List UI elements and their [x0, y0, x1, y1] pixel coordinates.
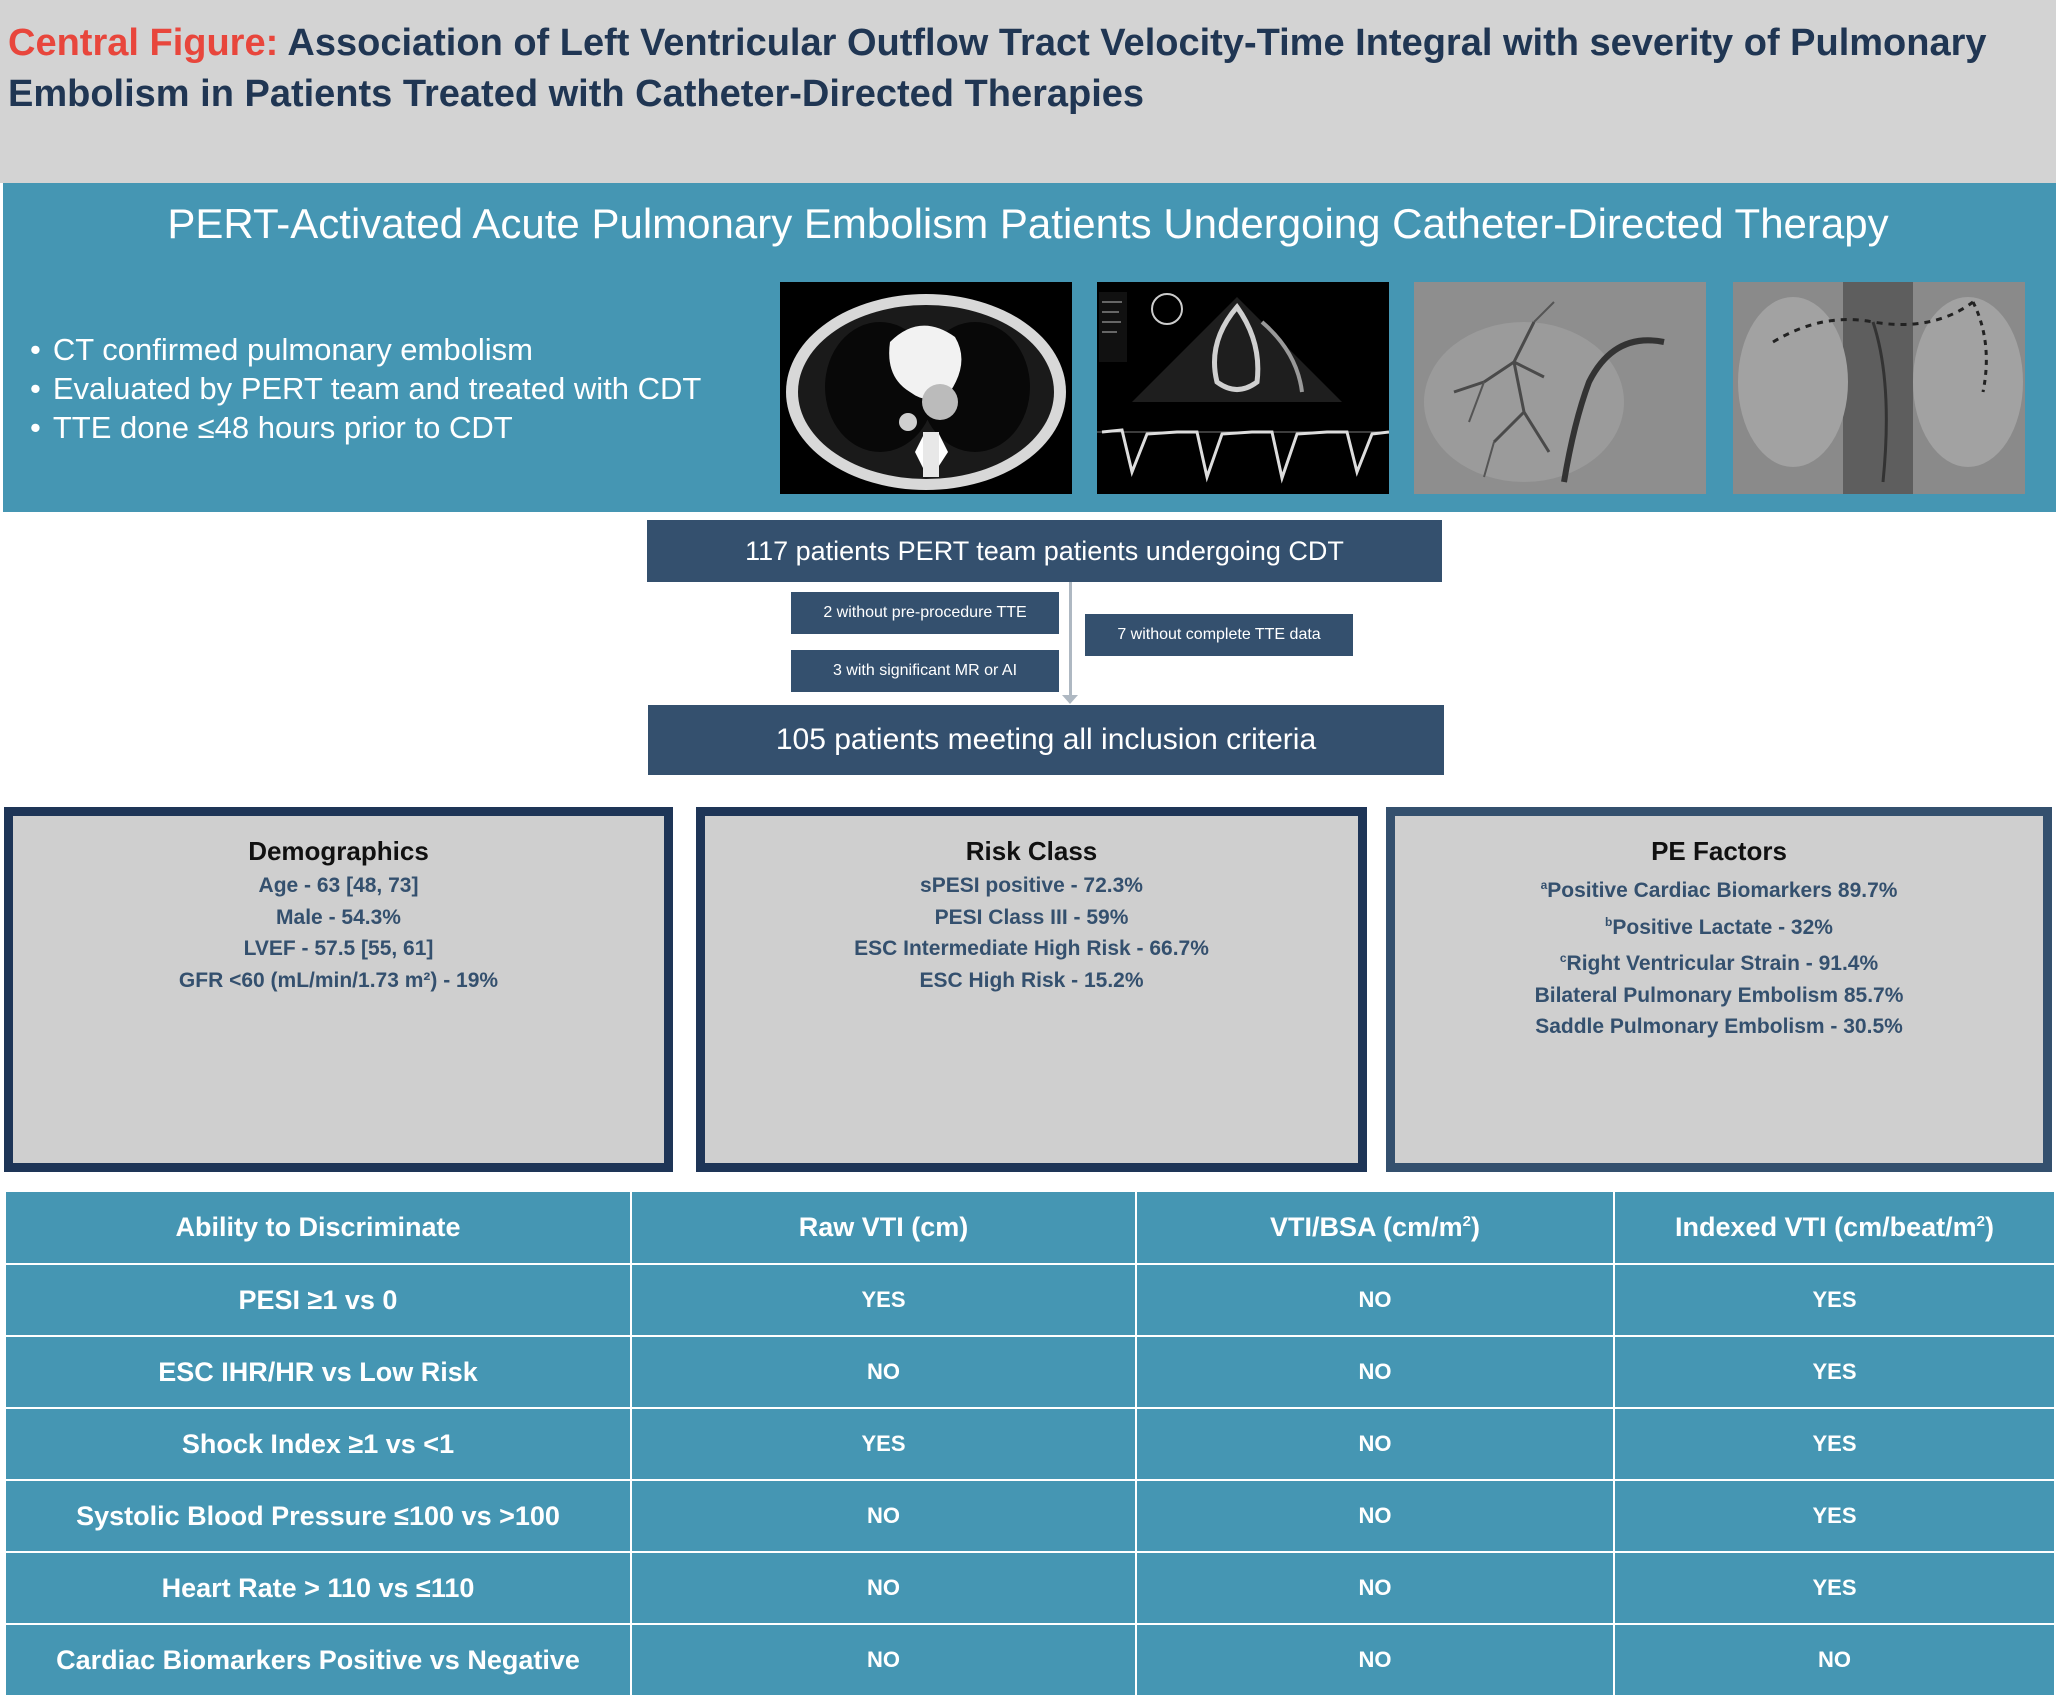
panel-title: PE Factors [1651, 836, 1787, 866]
panel-list: aPositive Cardiac Biomarkers 89.7% bPosi… [1395, 870, 2043, 1043]
criteria-item: CT confirmed pulmonary embolism [30, 330, 780, 369]
flow-connector [1069, 582, 1072, 700]
panel-item: aPositive Cardiac Biomarkers 89.7% [1540, 878, 1898, 902]
angiogram-image [1414, 282, 1706, 494]
exclusion-box: 7 without complete TTE data [1085, 614, 1353, 656]
figure-title-lead: Central Figure: [8, 22, 288, 64]
table-cell: YES [630, 1263, 1137, 1337]
table-cell: NO [630, 1479, 1137, 1553]
table-cell: NO [1135, 1407, 1615, 1481]
exclusion-box: 3 with significant MR or AI [791, 650, 1059, 692]
panel-item: ESC High Risk - 15.2% [919, 968, 1144, 992]
fluoroscopy-image [1733, 282, 2025, 494]
table-cell: NO [1135, 1623, 1615, 1697]
footnote-marker: b [1605, 914, 1613, 929]
table-cell: YES [1613, 1479, 2056, 1553]
figure-title: Central Figure: Association of Left Vent… [8, 18, 2048, 120]
table-row: ESC IHR/HR vs Low Risk NO NO YES [4, 1335, 2056, 1409]
column-header: Indexed VTI (cm/beat/m2) [1613, 1190, 2056, 1265]
flow-arrow-icon [1062, 695, 1078, 704]
panel-title: Risk Class [965, 836, 1098, 866]
header-band [0, 0, 2056, 183]
table-row: Systolic Blood Pressure ≤100 vs >100 NO … [4, 1479, 2056, 1553]
exclusion-box: 2 without pre-procedure TTE [791, 592, 1059, 634]
criteria-item: TTE done ≤48 hours prior to CDT [30, 408, 780, 447]
panel-item: PESI Class III - 59% [934, 905, 1129, 929]
table-row: PESI ≥1 vs 0 YES NO YES [4, 1263, 2056, 1337]
panel-item: GFR <60 (mL/min/1.73 m²) - 19% [178, 968, 499, 992]
panel-list: Age - 63 [48, 73] Male - 54.3% LVEF - 57… [13, 870, 664, 996]
panel-item: sPESI positive - 72.3% [920, 874, 1143, 897]
row-label: Systolic Blood Pressure ≤100 vs >100 [4, 1479, 632, 1553]
panel-item: Saddle Pulmonary Embolism - 30.5% [1535, 1015, 1903, 1038]
panel-item: bPositive Lactate - 32% [1605, 914, 1833, 939]
inclusion-criteria-list: CT confirmed pulmonary embolism Evaluate… [30, 330, 780, 447]
ct-scan-image [780, 282, 1072, 494]
table-cell: YES [630, 1407, 1137, 1481]
row-label: Cardiac Biomarkers Positive vs Negative [4, 1623, 632, 1697]
panel-item: Bilateral Pulmonary Embolism 85.7% [1534, 983, 1904, 1007]
table-cell: YES [1613, 1551, 2056, 1625]
pe-factors-panel: PE Factors aPositive Cardiac Biomarkers … [1386, 807, 2052, 1172]
row-label: ESC IHR/HR vs Low Risk [4, 1335, 632, 1409]
column-header: VTI/BSA (cm/m2) [1135, 1190, 1615, 1265]
banner-heading: PERT-Activated Acute Pulmonary Embolism … [167, 200, 1889, 247]
column-header: Raw VTI (cm) [630, 1190, 1137, 1265]
risk-class-panel: Risk Class sPESI positive - 72.3% PESI C… [696, 807, 1367, 1172]
row-label: PESI ≥1 vs 0 [4, 1263, 632, 1337]
table-cell: NO [630, 1551, 1137, 1625]
table-cell: NO [1135, 1551, 1615, 1625]
table-cell: YES [1613, 1407, 2056, 1481]
row-label: Shock Index ≥1 vs <1 [4, 1407, 632, 1481]
table-cell: NO [630, 1335, 1137, 1409]
panel-item: LVEF - 57.5 [55, 61] [243, 937, 434, 960]
vti-discrimination-table: Ability to Discriminate Raw VTI (cm) VTI… [4, 1190, 2056, 1697]
table-row: Shock Index ≥1 vs <1 YES NO YES [4, 1407, 2056, 1481]
table-cell: NO [1135, 1335, 1615, 1409]
panel-title: Demographics [248, 836, 429, 866]
echocardiogram-image [1097, 282, 1389, 494]
figure-title-main: Association of Left Ventricular Outflow … [8, 22, 1987, 115]
table-cell: YES [1613, 1263, 2056, 1337]
table-row: Cardiac Biomarkers Positive vs Negative … [4, 1623, 2056, 1697]
row-label: Heart Rate > 110 vs ≤110 [4, 1551, 632, 1625]
table-cell: NO [630, 1623, 1137, 1697]
footnote-marker: a [1540, 878, 1548, 892]
panel-list: sPESI positive - 72.3% PESI Class III - … [705, 870, 1358, 996]
panel-item: ESC Intermediate High Risk - 66.7% [854, 937, 1209, 960]
flow-start-box: 117 patients PERT team patients undergoi… [647, 520, 1442, 582]
table-header-row: Ability to Discriminate Raw VTI (cm) VTI… [4, 1190, 2056, 1265]
flow-end-box: 105 patients meeting all inclusion crite… [648, 705, 1444, 775]
footnote-marker: c [1559, 951, 1567, 965]
table-row: Heart Rate > 110 vs ≤110 NO NO YES [4, 1551, 2056, 1625]
table-cell: NO [1135, 1263, 1615, 1337]
panel-item: cRight Ventricular Strain - 91.4% [1559, 951, 1879, 975]
column-header: Ability to Discriminate [4, 1190, 632, 1265]
table-cell: YES [1613, 1335, 2056, 1409]
table-cell: NO [1135, 1479, 1615, 1553]
table-cell: NO [1613, 1623, 2056, 1697]
panel-item: Age - 63 [48, 73] [258, 874, 419, 897]
criteria-item: Evaluated by PERT team and treated with … [30, 369, 780, 408]
demographics-panel: Demographics Age - 63 [48, 73] Male - 54… [4, 807, 673, 1172]
panel-item: Male - 54.3% [276, 905, 401, 929]
